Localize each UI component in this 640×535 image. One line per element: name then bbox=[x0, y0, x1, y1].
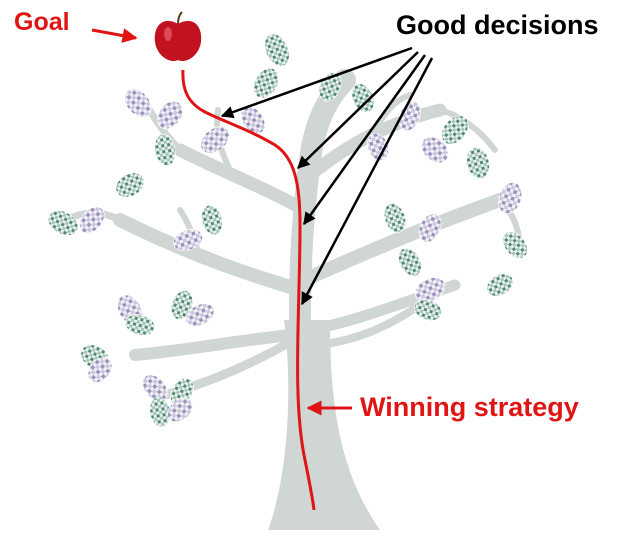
leaf-icon bbox=[383, 203, 407, 233]
decision-arrow bbox=[220, 46, 413, 119]
leaf-icon bbox=[466, 146, 490, 180]
good-decisions-arrows bbox=[220, 46, 434, 306]
leaf-icon bbox=[201, 204, 223, 236]
leaf-icon bbox=[124, 88, 152, 118]
leaf-icon bbox=[414, 277, 446, 303]
leaf-icon bbox=[79, 206, 105, 234]
decision-arrow bbox=[302, 54, 427, 226]
leaf-icon bbox=[502, 231, 528, 259]
leaf-icon bbox=[498, 182, 522, 214]
leaf-icon bbox=[154, 133, 176, 167]
leaf-icon bbox=[421, 136, 449, 164]
leaf-icon bbox=[200, 126, 230, 154]
leaf-icon bbox=[157, 100, 183, 130]
leaf-icon bbox=[170, 290, 194, 320]
leaf-icon bbox=[418, 213, 442, 243]
leaf-icon bbox=[124, 314, 156, 336]
goal-label: Goal bbox=[14, 8, 70, 36]
good-decisions-label: Good decisions bbox=[396, 10, 599, 40]
leaf-icon bbox=[167, 397, 193, 423]
goal-arrow bbox=[91, 28, 138, 43]
leaf-icon bbox=[87, 357, 113, 383]
leaf-icon bbox=[414, 299, 442, 321]
winning-strategy-label: Winning strategy bbox=[360, 392, 579, 422]
leaf-icon bbox=[115, 172, 145, 198]
decision-arrow bbox=[297, 51, 419, 169]
leaf-icon bbox=[486, 273, 514, 297]
leaf-icon bbox=[351, 83, 375, 113]
decision-arrow bbox=[300, 57, 434, 306]
leaf-icon bbox=[253, 67, 279, 99]
apple-icon bbox=[154, 11, 202, 62]
leaf-icon bbox=[441, 115, 469, 145]
leaf-icons bbox=[47, 33, 528, 428]
winning-strategy-path bbox=[181, 69, 316, 511]
leaf-icon bbox=[398, 247, 422, 277]
leaf-icon bbox=[264, 33, 290, 67]
leaf-icon bbox=[173, 228, 203, 252]
leaf-icon bbox=[185, 303, 215, 327]
leaf-icon bbox=[47, 210, 79, 236]
